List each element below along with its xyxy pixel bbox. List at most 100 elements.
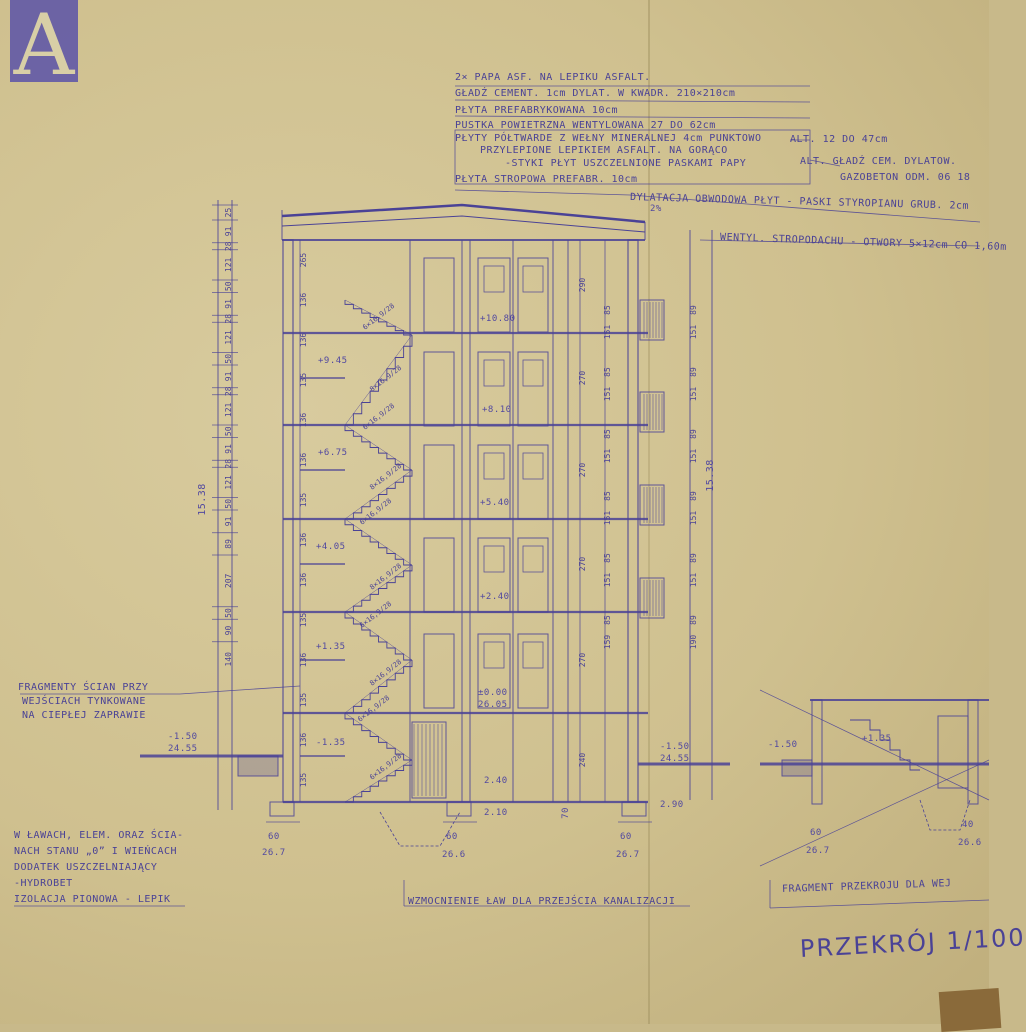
outer-right-dim-1: 151 xyxy=(689,325,698,340)
roof-slope: 2% xyxy=(650,204,662,214)
level-mark-2: +8.10 xyxy=(482,405,512,415)
room-height-4: 270 xyxy=(578,653,587,668)
stair-stringer-1 xyxy=(344,334,413,426)
logo-letter: A xyxy=(13,0,76,94)
stair-stringer-8 xyxy=(344,712,413,761)
door-glass-r-2 xyxy=(522,452,544,480)
roof-underside xyxy=(281,215,646,233)
ground-right-alt: 24.55 xyxy=(660,754,690,764)
inner-dim-label-0: 265 xyxy=(299,253,308,268)
inner-dim-label-1: 136 xyxy=(299,293,308,308)
entry-door xyxy=(411,721,447,799)
outer-right-dim-7: 151 xyxy=(689,511,698,526)
fragment-wall-right xyxy=(967,699,979,805)
right-dim-0: 85 xyxy=(603,305,612,315)
level-mark-3: +5.40 xyxy=(480,498,510,508)
stair-stringer-0 xyxy=(344,299,413,336)
note-underline xyxy=(454,115,811,119)
footing-4-level: 26.7 xyxy=(806,846,830,856)
left-dim-label-0: 25 xyxy=(224,208,233,218)
wall-fragment-note-2: WEJŚCIACH TYNKOWANE xyxy=(22,696,146,707)
left-dim-label-22: 140 xyxy=(224,652,233,667)
foundation-note-4: -HYDROBET xyxy=(14,878,73,889)
door-glass-r-0 xyxy=(522,265,544,293)
left-dim-label-8: 50 xyxy=(224,354,233,364)
stair-stringer-5 xyxy=(344,564,413,613)
note-underline xyxy=(454,99,811,103)
outer-right-dim-10: 89 xyxy=(689,615,698,625)
ground-left: -1.50 xyxy=(168,732,198,742)
total-height-left: 15.38 xyxy=(196,483,208,516)
landing-level-4: +1.35 xyxy=(316,642,346,652)
roof-layer-6: PRZYLEPIONE LEPIKIEM ASFALT. NA GORĄCO xyxy=(480,145,728,156)
door-right-0 xyxy=(517,257,549,333)
vent-leader xyxy=(699,239,981,247)
balcony-1 xyxy=(639,391,665,433)
door-glass-3 xyxy=(483,545,505,573)
inner-dim-label-10: 136 xyxy=(299,653,308,668)
door-glass-r-1 xyxy=(522,359,544,387)
left-dim-label-4: 50 xyxy=(224,281,233,291)
left-dim-label-3: 121 xyxy=(224,257,233,272)
inner-dim-label-12: 136 xyxy=(299,733,308,748)
fragment-landing-level: +1.35 xyxy=(862,734,892,744)
stair-stringer-7 xyxy=(344,659,413,714)
fragment-cut-line xyxy=(759,689,990,801)
footing-1 xyxy=(446,801,472,817)
right-dim-7: 151 xyxy=(603,511,612,526)
left-wall xyxy=(282,239,294,803)
left-dim-label-19: 207 xyxy=(224,573,233,588)
door-right-4 xyxy=(517,633,549,709)
landing-level-5: -1.35 xyxy=(316,738,346,748)
foundation-note-1: W ŁAWACH, ELEM. ORAZ ŚCIA- xyxy=(14,830,184,841)
outer-right-dim-0: 89 xyxy=(689,305,698,315)
fragment-ground: -1.50 xyxy=(768,740,798,750)
footing-2-level: 26.6 xyxy=(442,850,466,860)
left-dim-label-1: 91 xyxy=(224,226,233,236)
wall-fragment-note-3: NA CIEPŁEJ ZAPRAWIE xyxy=(22,710,146,721)
door-left-2 xyxy=(423,444,455,520)
outer-right-dim-2: 89 xyxy=(689,367,698,377)
stair-base-left xyxy=(237,755,279,777)
left-dim-label-6: 28 xyxy=(224,314,233,324)
roof-layer-8: PŁYTA STROPOWA PREFABR. 10cm xyxy=(455,174,638,185)
inner-dim-label-5: 136 xyxy=(299,453,308,468)
blueprint-sheet xyxy=(0,0,989,1024)
right-dim-9: 151 xyxy=(603,573,612,588)
outer-right-dim-6: 89 xyxy=(689,491,698,501)
inner-dim-label-4: 136 xyxy=(299,413,308,428)
stair-label-2: 6×16,9/28 xyxy=(361,402,396,432)
outer-right-dim-4: 89 xyxy=(689,429,698,439)
room-height-3: 270 xyxy=(578,557,587,572)
roof-line xyxy=(281,203,646,224)
right-dim-4: 85 xyxy=(603,429,612,439)
roof-layer-4: PUSTKA POWIETRZNA WENTYLOWANA 27 DO 62cm xyxy=(455,120,716,131)
footing-3-width: 60 xyxy=(620,832,632,842)
right-dim-6: 85 xyxy=(603,491,612,501)
stair-stringer-4 xyxy=(344,518,413,566)
stair-stringer-9 xyxy=(344,759,413,803)
right-dim-1: 151 xyxy=(603,325,612,340)
foundation-note-5: IZOLACJA PIONOWA - LEPIK xyxy=(14,894,171,905)
wall-fragment-note-1: FRAGMENTY ŚCIAN PRZY xyxy=(18,682,149,693)
wall-leader xyxy=(179,685,301,695)
fragment-door xyxy=(937,715,969,789)
section-drawing: 2591281215091281215091281215091281215091… xyxy=(14,85,990,909)
footing-1-width: 60 xyxy=(268,832,280,842)
left-dim-label-12: 50 xyxy=(224,426,233,436)
left-dim-label-18: 89 xyxy=(224,539,233,549)
door-glass-r-4 xyxy=(522,641,544,669)
right-dim-3: 151 xyxy=(603,387,612,402)
level-mark-5: ±0.00 xyxy=(478,688,508,698)
door-left-0 xyxy=(423,257,455,333)
foundation-note-3: DODATEK USZCZELNIAJĄCY xyxy=(14,862,158,873)
balcony-0 xyxy=(639,299,665,341)
left-dim-label-14: 28 xyxy=(224,459,233,469)
outer-right-dim-8: 89 xyxy=(689,553,698,563)
note-underline xyxy=(769,899,990,909)
inner-dim-label-6: 135 xyxy=(299,493,308,508)
stair-label-0: 6×16,9/28 xyxy=(361,302,396,332)
floor-ref: 26.05 xyxy=(478,700,508,710)
footing-1-level: 26.7 xyxy=(262,848,286,858)
fragment-cut-line-2 xyxy=(759,759,990,867)
